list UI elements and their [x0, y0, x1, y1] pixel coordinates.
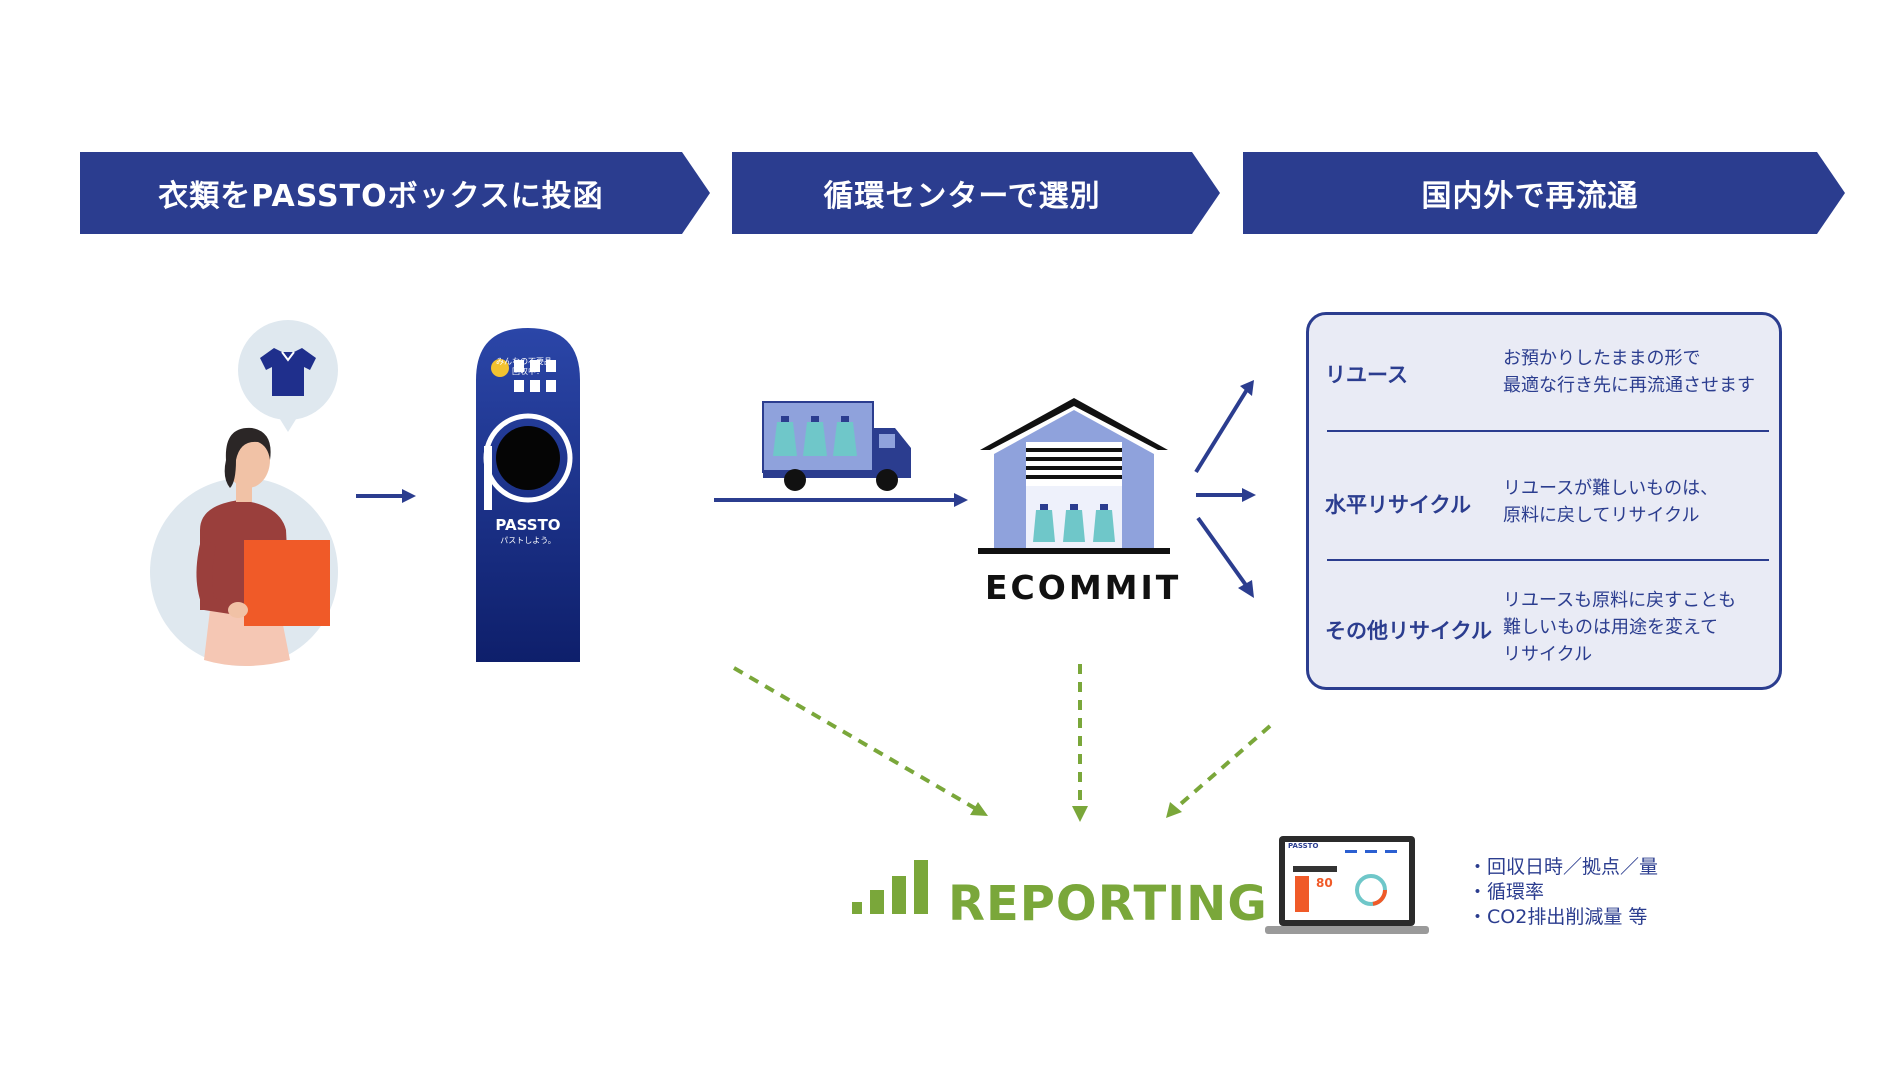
reporting-item: 循環率 [1468, 880, 1658, 905]
divider [1327, 559, 1769, 561]
step-3-banner: 国内外で再流通 [1243, 152, 1845, 234]
divider [1327, 430, 1769, 432]
passto-box-top-text: みんなの不要品、 回収中！ [496, 357, 560, 376]
box-icon [244, 540, 330, 626]
shirt-bubble-icon [238, 320, 338, 432]
arrow-right-icon [356, 489, 416, 503]
outcome-title: 水平リサイクル [1325, 493, 1471, 517]
outcome-desc: リユースも原料に戻すことも 難しいものは用途を変えて リサイクル [1503, 590, 1737, 665]
step-1-banner: 衣類をPASSTOボックスに投函 [80, 152, 710, 234]
laptop-screen-value: 80 [1316, 876, 1333, 890]
outcome-desc: リユースが難しいものは、 原料に戻してリサイクル [1503, 478, 1719, 526]
warehouse-icon [978, 398, 1170, 554]
arrow-to-center-icon [714, 493, 968, 507]
reporting-item: 回収日時／拠点／量 [1468, 855, 1658, 880]
reporting-flow-arrows [732, 664, 1272, 822]
person-illustration [150, 320, 338, 666]
passto-box-tagline: パストしよう。 [500, 536, 556, 545]
reporting-label: REPORTING [948, 876, 1268, 932]
bar-chart-icon [852, 860, 928, 914]
clothing-items-icon [514, 360, 556, 392]
truck-icon [762, 401, 911, 491]
arrow-up-right-icon [1240, 380, 1254, 396]
arrow-down-icon [1072, 806, 1088, 822]
passto-box [476, 328, 580, 662]
laptop-screen-brand: PASSTO [1288, 842, 1319, 850]
outcome-title: その他リサイクル [1325, 619, 1492, 643]
reporting-item: CO2排出削減量 等 [1468, 905, 1658, 930]
arrow-down-right-icon [1238, 580, 1254, 598]
laptop-icon [1265, 836, 1429, 934]
reporting-items: 回収日時／拠点／量 循環率 CO2排出削減量 等 [1468, 855, 1658, 930]
arrow-down-left-icon [1166, 802, 1182, 818]
badge-icon [491, 359, 509, 377]
outcomes-panel: リユース お預かりしたままの形で 最適な行き先に再流通させます 水平リサイクル … [1306, 312, 1782, 690]
bag-icon [773, 416, 857, 456]
arrow-right-icon [1242, 488, 1256, 502]
recycle-icon [483, 413, 573, 510]
arrow-down-right-icon [970, 802, 988, 816]
fan-out-arrows [1194, 380, 1256, 598]
outcome-desc: お預かりしたままの形で 最適な行き先に再流通させます [1503, 348, 1755, 396]
step-2-banner: 循環センターで選別 [732, 152, 1220, 234]
outcome-title: リユース [1325, 363, 1408, 387]
ecommit-label: ECOMMIT [985, 568, 1182, 607]
passto-box-brand: PASSTO [495, 516, 561, 534]
